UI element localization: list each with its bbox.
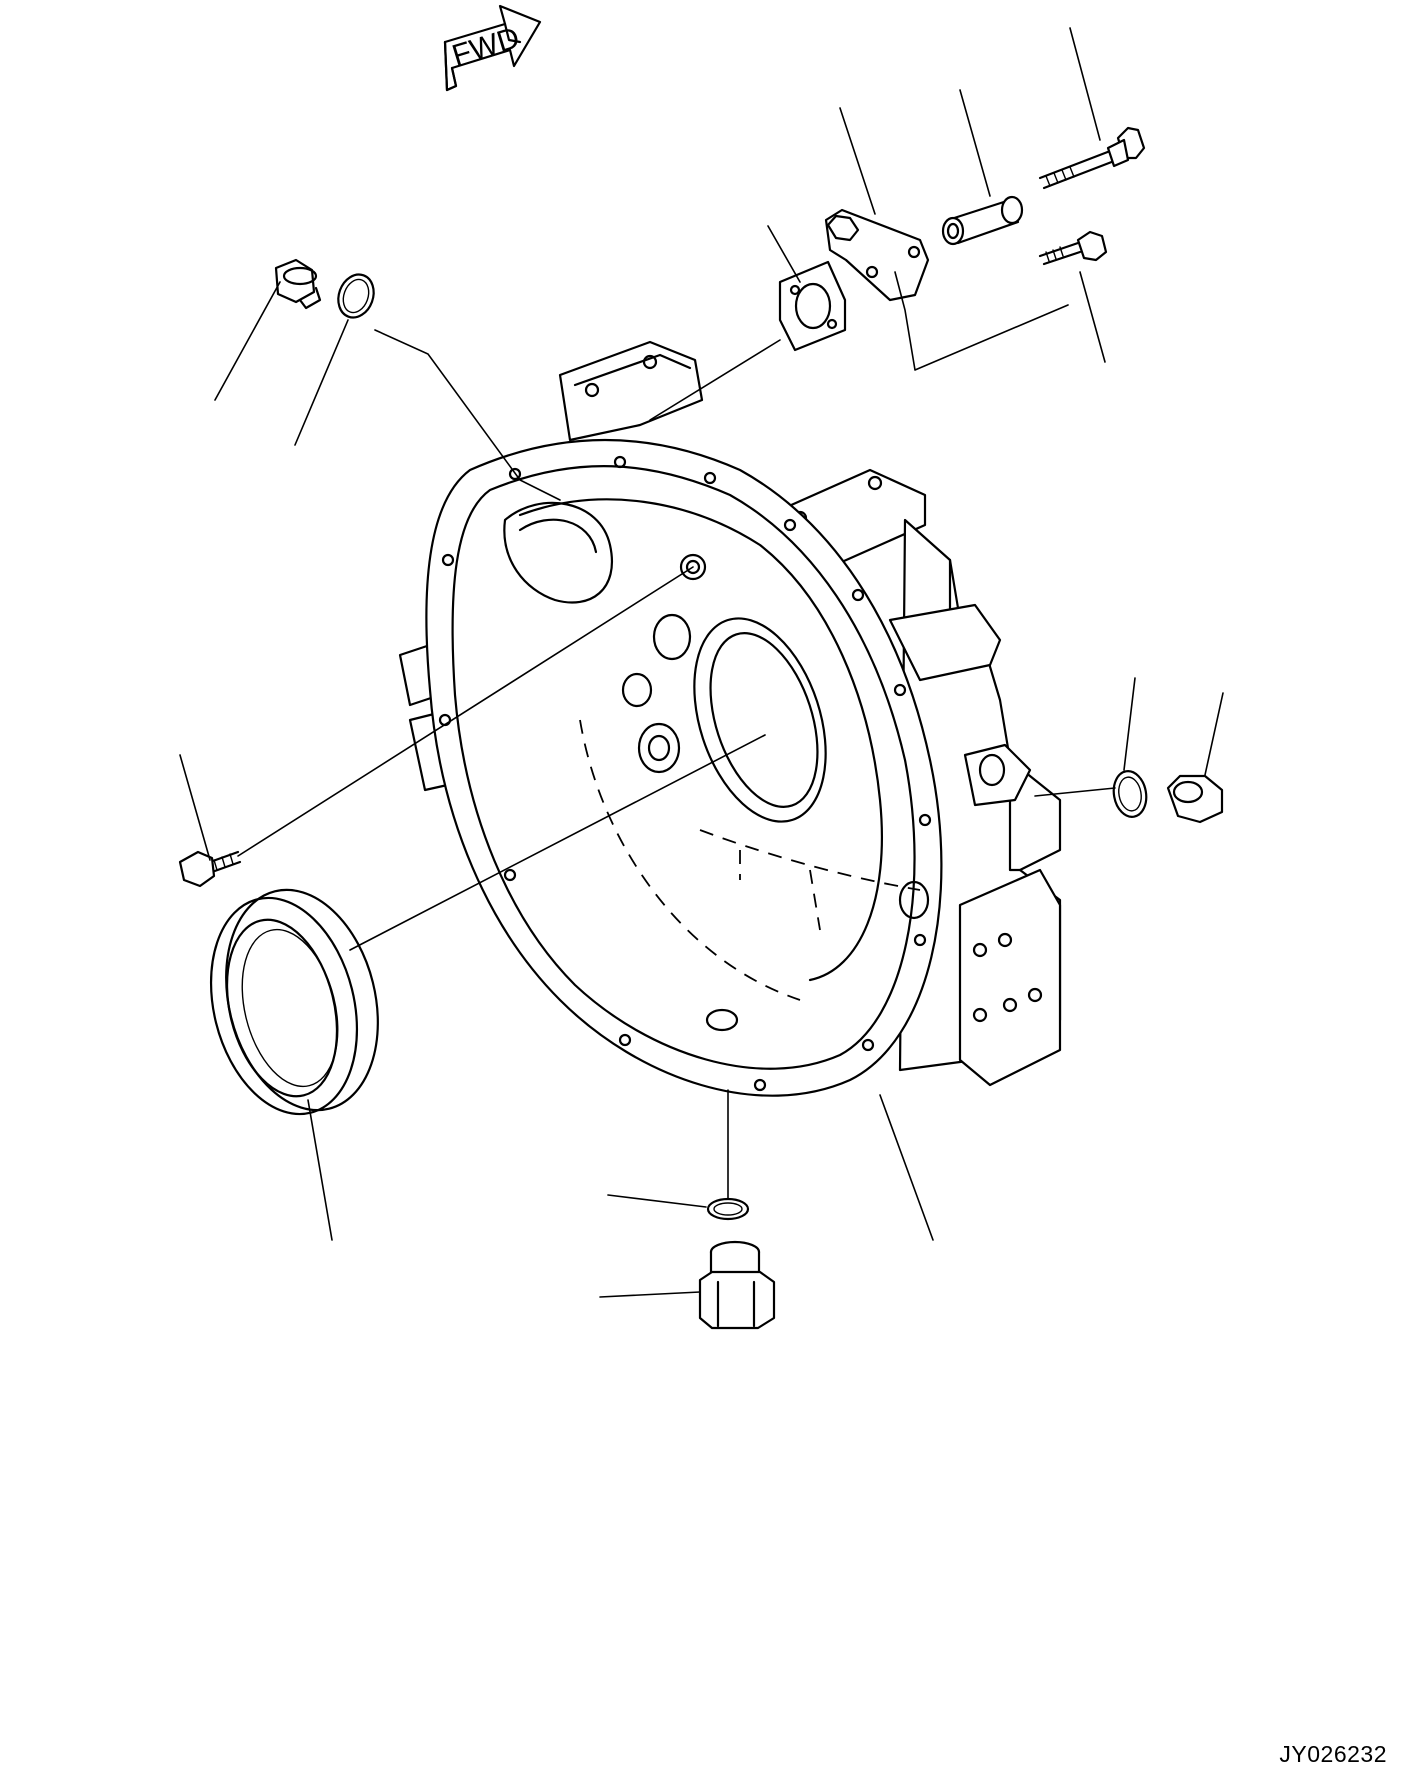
plate-gasket xyxy=(778,260,847,352)
spacer-collar xyxy=(941,195,1024,246)
flywheel-housing xyxy=(398,340,1062,1097)
hex-plug-right xyxy=(1166,774,1224,824)
hex-plug-upper-left xyxy=(274,258,322,310)
short-bolt xyxy=(1038,230,1108,266)
o-ring-right xyxy=(1112,770,1148,818)
o-ring-upper-left xyxy=(337,273,375,319)
drain-plug xyxy=(698,1240,776,1330)
o-ring-bottom xyxy=(706,1197,750,1221)
fwd-label: FWD xyxy=(448,21,523,73)
long-bolt xyxy=(1038,126,1146,190)
flange-bolt-left xyxy=(178,850,242,888)
drawing-code: JY026232 xyxy=(1279,1741,1387,1767)
forward-direction-arrow: FWD xyxy=(443,4,542,92)
bracket xyxy=(824,208,930,302)
rear-oil-seal xyxy=(209,888,379,1116)
leader-lines xyxy=(179,27,1224,1298)
